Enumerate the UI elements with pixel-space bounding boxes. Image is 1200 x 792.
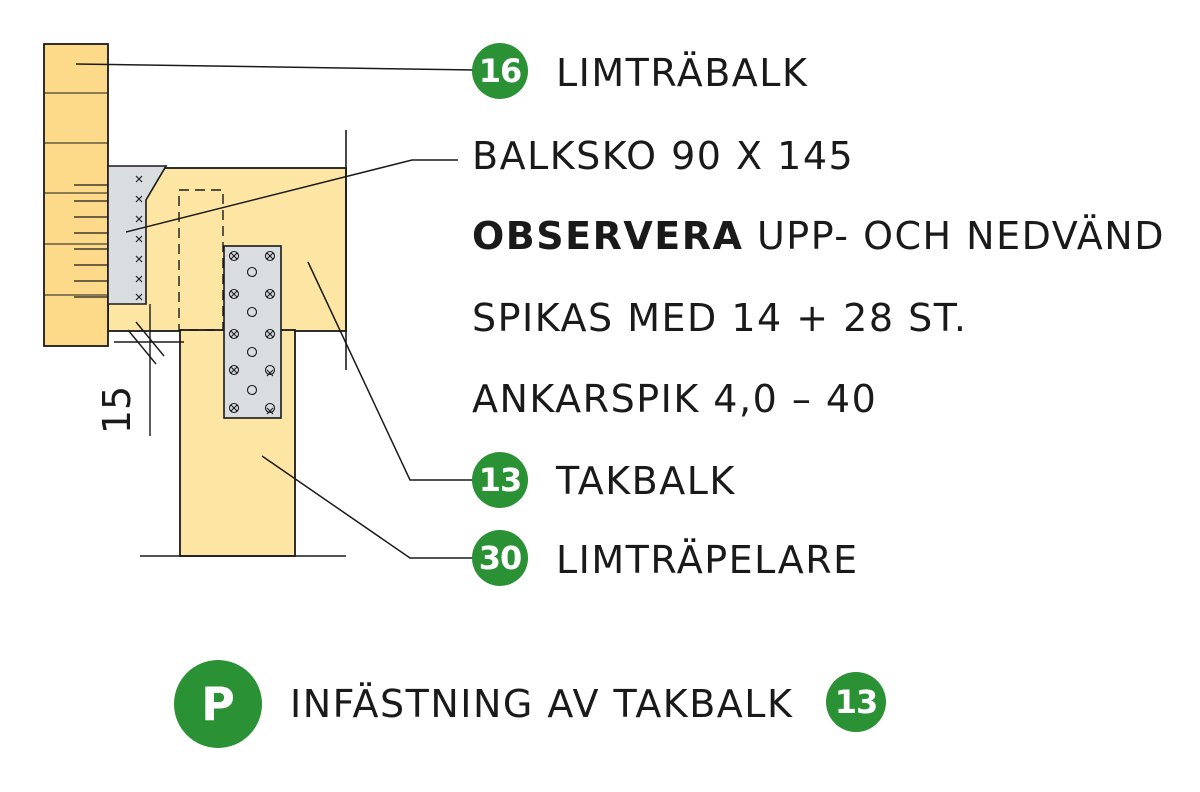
callout-badge-16: 16 [472,43,528,99]
note-anchor-nail: ANKARSPIK 4,0 – 40 [472,377,878,421]
callout-badge-13: 13 [472,452,528,508]
glulam-beam [43,43,109,347]
note-warning-bold: OBSERVERA [472,214,744,258]
nail-plate [223,245,282,419]
callout-label-limtrapelare: LIMTRÄPELARE [556,538,859,582]
footer-badge-p: P [174,660,262,748]
footer-title: INFÄSTNING AV TAKBALK [290,682,794,726]
beam-shoe [107,165,168,305]
callout-label-takbalk: TAKBALK [556,459,736,503]
leader-lines [75,63,477,559]
note-warning: OBSERVERA UPP- OCH NEDVÄND [472,217,1165,255]
footer-ref-badge: 13 [826,672,886,732]
dimension-15 [114,304,184,436]
note-warning-rest: UPP- OCH NEDVÄND [743,214,1165,258]
note-beam-shoe: BALKSKO 90 X 145 [472,134,855,178]
callout-badge-30: 30 [472,530,528,586]
dimension-label: 15 [95,386,139,434]
callout-label-limtrabalk: LIMTRÄBALK [556,51,809,95]
note-nailing: SPIKAS MED 14 + 28 ST. [472,296,968,340]
beam-nails [74,184,110,298]
